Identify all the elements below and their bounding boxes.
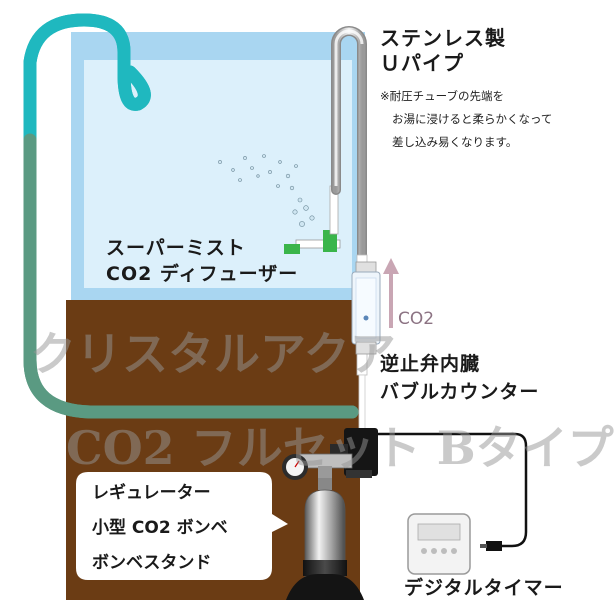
diagram-art	[23, 13, 528, 600]
co2-flow-arrow	[383, 258, 399, 328]
u-pipe-title-1: ステンレス製	[380, 26, 506, 50]
diagram: クリスタルアクア CO2 フルセット Bタイプ ステンレス製 Ｕパイプ ※耐圧チ…	[23, 13, 614, 600]
watermark-line-2: CO2 フルセット Bタイプ	[66, 421, 614, 475]
diffuser	[284, 185, 341, 254]
co2-bubbles	[218, 154, 315, 227]
parts-callout: レギュレーター 小型 CO2 ボンベ ボンベスタンド	[74, 470, 288, 582]
callout-regulator: レギュレーター	[92, 483, 211, 503]
u-pipe-note-1: ※耐圧チューブの先端を	[380, 89, 504, 103]
diffuser-label-1: スーパーミスト	[106, 237, 246, 259]
timer-label: デジタルタイマー	[404, 577, 564, 599]
diffuser-label-2: CO2 ディフューザー	[106, 263, 299, 285]
callout-cylinder: 小型 CO2 ボンベ	[92, 518, 228, 538]
co2-arrow-label: CO2	[398, 309, 435, 329]
u-pipe-title-2: Ｕパイプ	[380, 51, 464, 75]
bubble-counter-label-1: 逆止弁内臓	[380, 353, 481, 375]
u-pipe-note-2: お湯に浸けると柔らかくなって	[392, 112, 553, 126]
timer-cable	[378, 432, 528, 548]
co2-cylinder	[304, 478, 346, 581]
u-pipe-note-3: 差し込み易くなります。	[392, 135, 518, 149]
regulator	[282, 453, 353, 480]
bubble-counter-label-2: バブルカウンター	[380, 381, 540, 403]
callout-stand: ボンベスタンド	[92, 553, 212, 573]
digital-timer	[407, 513, 471, 575]
cylinder-stand	[286, 560, 364, 600]
callout-bubble-shape	[76, 472, 288, 580]
bubble-counter	[351, 261, 381, 355]
watermark-line-1: クリスタルアクア	[30, 327, 396, 381]
